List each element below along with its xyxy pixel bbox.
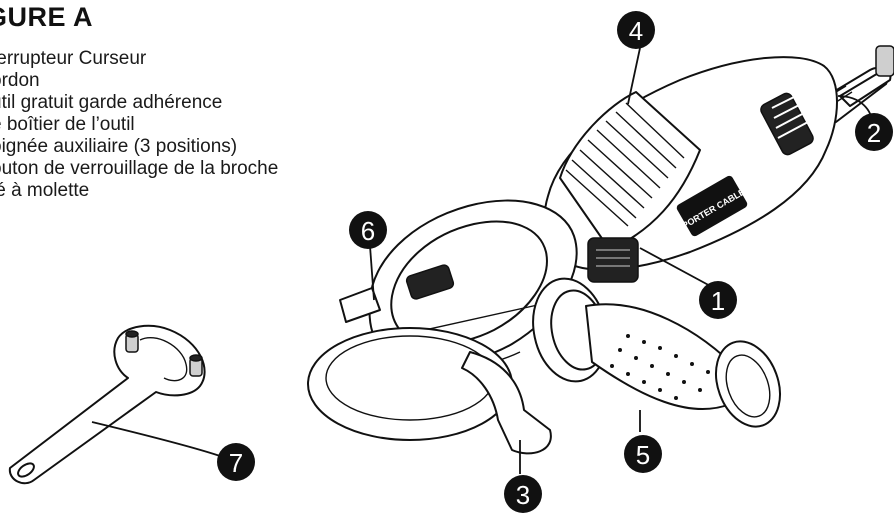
legend-item-4: e boîtier de l’outil xyxy=(0,114,135,135)
svg-text:3: 3 xyxy=(516,480,530,510)
callout-2: 2 xyxy=(855,113,893,151)
legend-item-2: ordon xyxy=(0,70,40,91)
leader-line-6 xyxy=(369,245,375,301)
callout-7: 7 xyxy=(217,443,255,481)
leader-line-1 xyxy=(639,247,715,289)
figure-title: GURE A xyxy=(0,2,94,32)
svg-text:7: 7 xyxy=(229,448,243,478)
callout-1: 1 xyxy=(699,281,737,319)
callout-6: 6 xyxy=(349,211,387,249)
svg-text:2: 2 xyxy=(867,118,881,148)
leader-line-4 xyxy=(627,47,641,105)
spanner-wrench-drawing xyxy=(8,324,206,485)
svg-text:6: 6 xyxy=(361,216,375,246)
legend-item-7: lé à molette xyxy=(0,180,90,201)
legend-item-3: util gratuit garde adhérence xyxy=(0,92,223,113)
legend-item-5: oignée auxiliaire (3 positions) xyxy=(0,136,238,157)
svg-text:1: 1 xyxy=(711,286,725,316)
auxiliary-handle-drawing xyxy=(532,277,781,428)
svg-text:4: 4 xyxy=(629,16,643,46)
legend-item-6: outon de verrouillage de la broche xyxy=(0,158,279,179)
legend-item-1: terrupteur Curseur xyxy=(0,48,147,69)
wheel-guard-drawing xyxy=(307,287,552,455)
parts-legend: terrupteur Curseur ordon util gratuit ga… xyxy=(0,48,278,202)
callout-5: 5 xyxy=(624,435,662,473)
svg-text:5: 5 xyxy=(636,440,650,470)
leader-line-7 xyxy=(91,421,221,457)
gear-head-drawing xyxy=(368,199,578,370)
tool-housing-drawing: PORTER CABLE xyxy=(543,56,838,283)
callout-4: 4 xyxy=(617,11,655,49)
callout-3: 3 xyxy=(504,475,542,513)
